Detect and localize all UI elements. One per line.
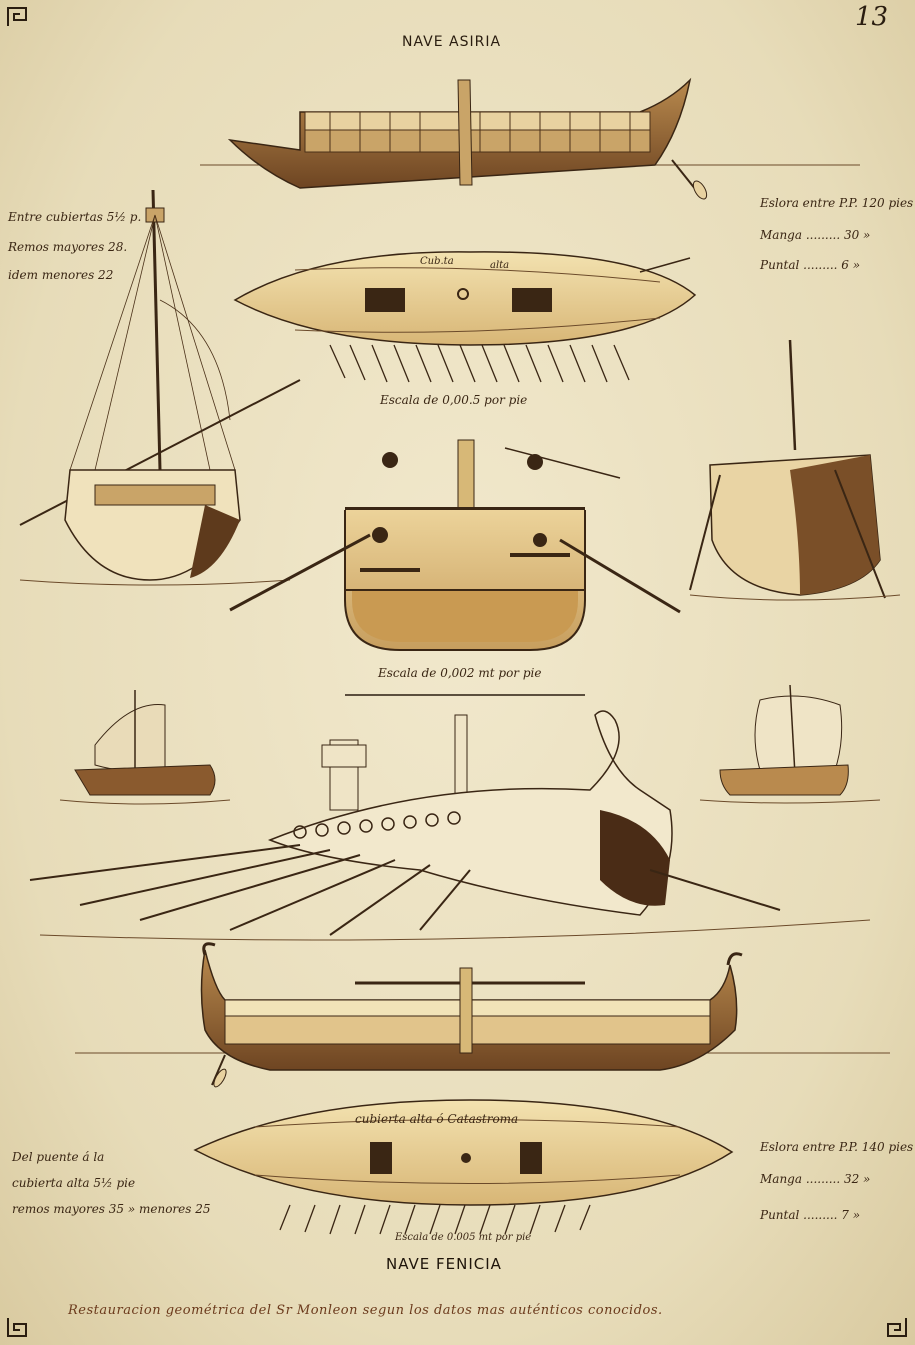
phoenician-right-note-3: Puntal ......... 7 » — [760, 1208, 861, 1222]
phoenician-deck-label: cubierta alta ó Catastroma — [355, 1112, 519, 1126]
deck-label-alta: alta — [490, 260, 510, 271]
phoenician-left-note-2: cubierta alta 5½ pie — [12, 1176, 136, 1190]
assyrian-right-note-3: Puntal ......... 6 » — [760, 258, 861, 272]
oar-row — [329, 344, 630, 383]
assyrian-side-elevation — [200, 77, 860, 200]
galley-oars — [29, 844, 781, 936]
assyrian-right-note-2: Manga ......... 30 » — [760, 228, 871, 242]
phoenician-side-elevation — [75, 942, 890, 1088]
phoenician-left-note-1: Del puente á la — [12, 1150, 105, 1164]
assyrian-midship-section — [229, 439, 681, 651]
page-number: 13 — [855, 2, 889, 32]
deck-plan-oar-row — [279, 1204, 591, 1235]
phoenician-perspective-galley — [29, 710, 871, 941]
top-title: NAVE ASIRIA — [402, 34, 502, 50]
top-left-fret-ornament — [7, 7, 27, 26]
assyrian-left-note-2: Remos mayores 28. — [8, 240, 128, 254]
assyrian-left-note-1: Entre cubiertas 5½ p. — [8, 210, 142, 224]
assyrian-plan-scale: Escala de 0,00.5 por pie — [380, 393, 528, 407]
assyrian-bow-view — [689, 339, 901, 601]
assyrian-section-scale: Escala de 0,002 mt por pie — [378, 666, 542, 680]
bottom-title: NAVE FENICIA — [386, 1255, 502, 1273]
phoenician-deck-plan — [193, 1099, 734, 1235]
assyrian-stern-view-rigged — [19, 189, 301, 586]
bottom-right-fret-ornament — [887, 1318, 907, 1337]
deck-label-cubierta: Cub.ta — [420, 256, 454, 267]
phoenician-left-note-3: remos mayores 35 » menores 25 — [12, 1202, 211, 1216]
plate-caption: Restauracion geométrica del Sr Monleon s… — [68, 1303, 663, 1318]
assyrian-right-note-1: Eslora entre P.P. 120 pies — [760, 196, 914, 210]
bottom-left-fret-ornament — [7, 1318, 27, 1337]
small-sailing-ship-right — [699, 684, 881, 804]
phoenician-right-note-1: Eslora entre P.P. 140 pies — [760, 1140, 914, 1154]
phoenician-plan-scale: Escala de 0.005 mt por pie — [395, 1232, 532, 1243]
phoenician-right-note-2: Manga ......... 32 » — [760, 1172, 871, 1186]
assyrian-deck-plan — [233, 251, 697, 383]
small-sailing-ship-left — [59, 690, 231, 805]
assyrian-left-note-3: idem menores 22 — [8, 268, 114, 282]
